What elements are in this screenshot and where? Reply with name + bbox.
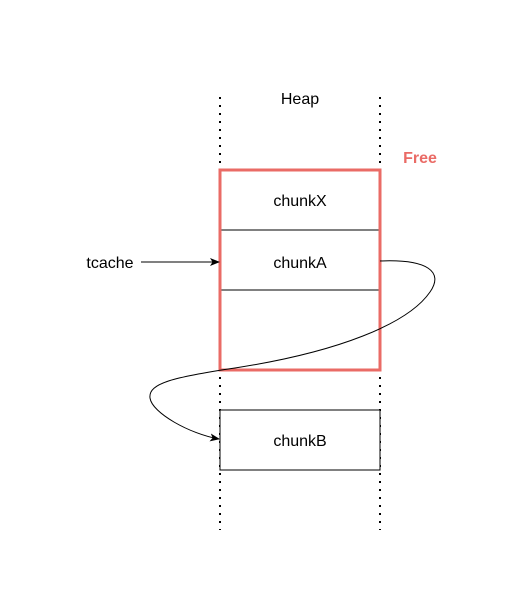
chunk-b-label: chunkB bbox=[273, 433, 326, 450]
free-label: Free bbox=[403, 150, 437, 167]
free-region-box bbox=[218, 168, 382, 372]
tcache-label: tcache bbox=[86, 255, 133, 272]
chunk-a-label: chunkA bbox=[273, 255, 327, 272]
chunk-b-box bbox=[219, 409, 381, 471]
chunk-a-to-chunk-b-arrow bbox=[149, 260, 436, 442]
chunk-x-label: chunkX bbox=[273, 193, 327, 210]
heap-label: Heap bbox=[281, 91, 319, 108]
